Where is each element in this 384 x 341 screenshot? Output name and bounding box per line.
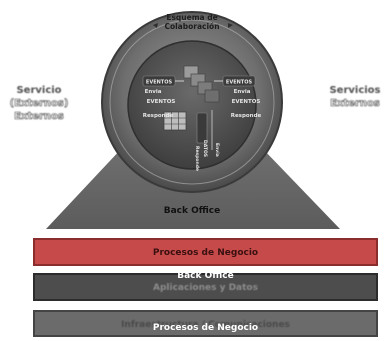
right-envia-label: Envia: [234, 89, 251, 95]
bottom-envia-label: Envia: [214, 143, 220, 157]
arrow-right-icon: [228, 23, 233, 28]
left-envia-label: Envia: [145, 89, 162, 95]
datos-box: [196, 112, 208, 144]
layer-infrastructure-label: Infraestructura / Comunicaciones: [121, 320, 290, 330]
layer-infrastructure: Infraestructura / Comunicaciones Proceso…: [33, 310, 378, 337]
right-external-services: Servicios Externos: [326, 84, 384, 110]
bottom-responde-label: Responde: [194, 146, 200, 171]
right-eventos-label: EVENTOS: [232, 99, 261, 105]
left-responde-label: Responde: [143, 113, 174, 119]
server-stack-icon: [183, 65, 220, 103]
left-services-sub1: (Externos): [9, 98, 69, 110]
inner-disk: [127, 40, 257, 170]
ring-title-line1: Esquema de: [166, 13, 217, 22]
left-eventos-label: EVENTOS: [147, 99, 176, 105]
left-services-title: Servicio: [16, 85, 62, 96]
table-grid-icon: [163, 111, 187, 131]
left-eventos-box-label: EVENTOS: [146, 80, 173, 86]
layer-business-processes-label: Procesos de Negocio: [152, 248, 259, 258]
left-external-services: Servicio (Externos) Externos: [8, 84, 70, 123]
layer-business-processes: Procesos de Negocio: [33, 238, 378, 266]
right-responde-label: Responde: [231, 113, 262, 119]
right-services-title: Servicios: [329, 85, 381, 96]
bottom-datos-label: DATOS: [202, 140, 208, 157]
layer-applications-data: Aplicaciones y Datos Back Office: [33, 271, 378, 301]
layer-infrastructure-overlay: Procesos de Negocio: [152, 323, 259, 333]
right-services-sub: Externos: [330, 98, 380, 110]
layer-applications-data-label: Aplicaciones y Datos: [153, 283, 258, 293]
left-services-sub2: Externos: [14, 111, 64, 123]
layer-applications-overlay: Back Office: [177, 271, 234, 281]
right-eventos-box-label: EVENTOS: [226, 80, 253, 86]
ring-title-line2: Colaboración: [164, 22, 219, 31]
arrow-left-icon: [153, 23, 158, 28]
back-office-label: Back Office: [164, 206, 221, 216]
